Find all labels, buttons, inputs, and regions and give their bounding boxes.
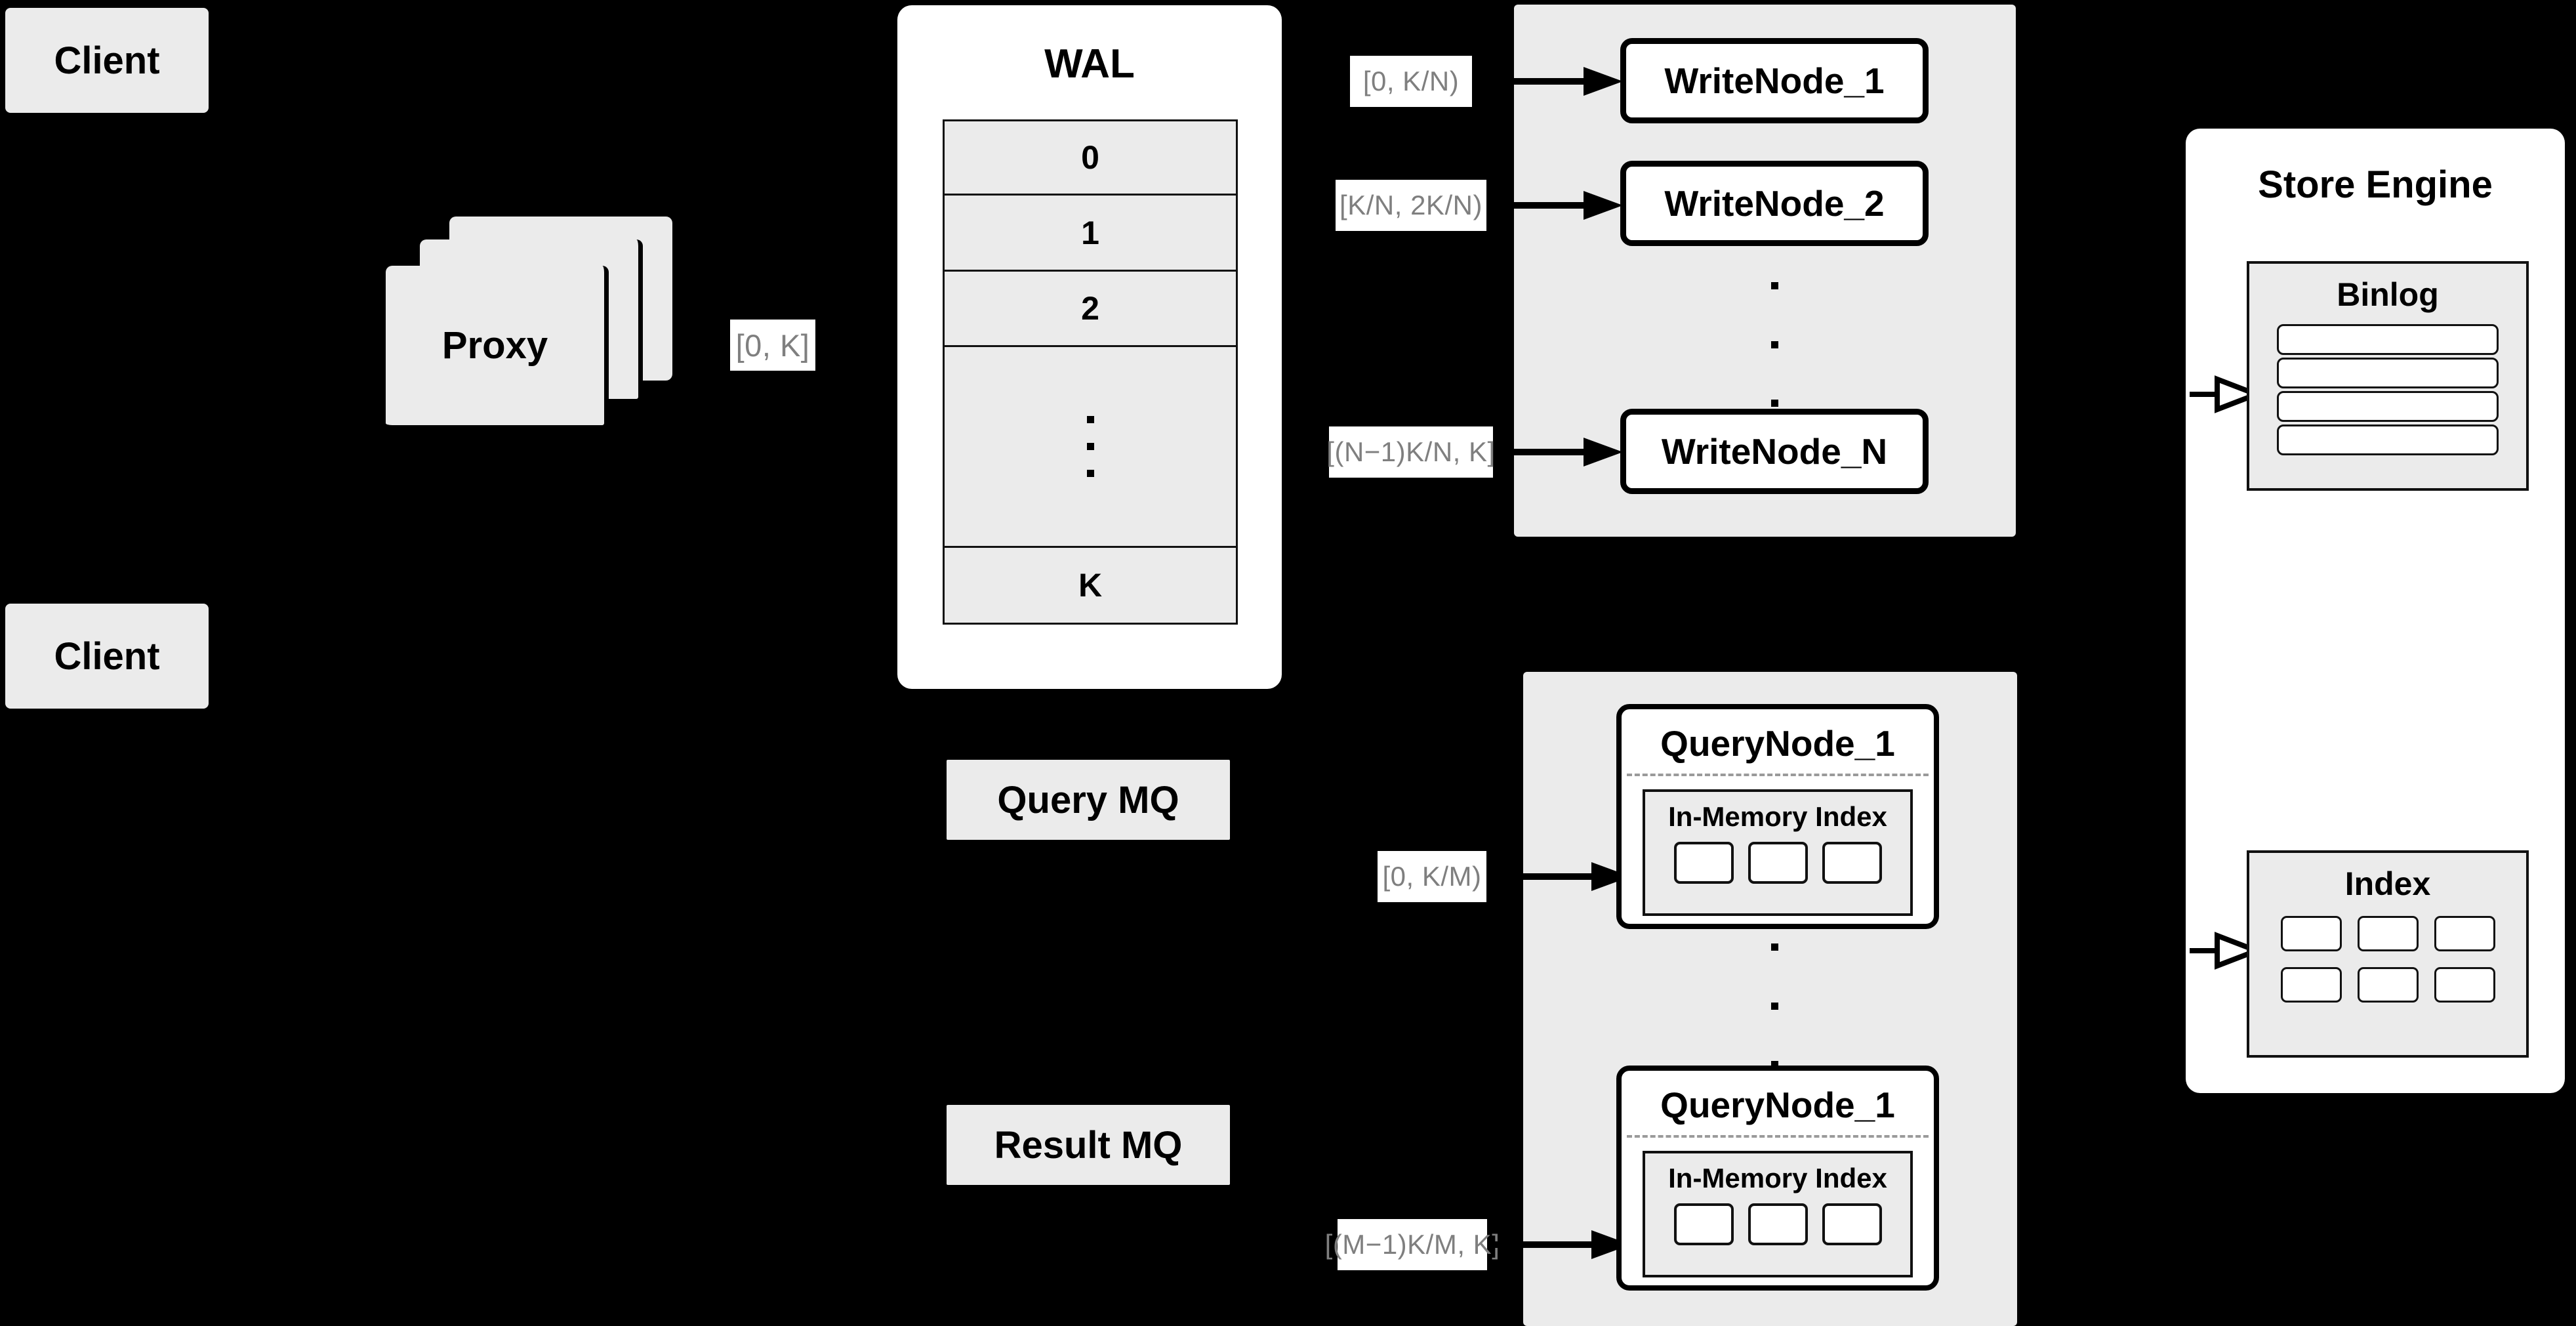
query-node-1-title: QueryNode_1 [1660,723,1895,764]
query-mq-box[interactable]: Query MQ [947,760,1230,840]
arrow-to-binlog [2190,375,2264,413]
query-node-m-in-memory-index: In-Memory Index [1643,1151,1913,1277]
query-node-1[interactable]: QueryNode_1 In-Memory Index [1616,704,1939,929]
write-node-ellipsis [1767,282,1782,407]
write-node-n-range-label: [(N−1)K/N, K] [1326,426,1495,478]
index-cell[interactable] [1673,1203,1734,1245]
ellipsis-dot [1770,400,1778,407]
client-label-1: Client [54,39,160,82]
ellipsis-dot [1086,415,1094,423]
wal-row: K [1078,566,1103,604]
arrow-to-write-node-2 [1488,191,1623,220]
binlog-row[interactable] [2277,358,2499,388]
index-cell[interactable] [1748,1203,1808,1245]
write-node-1[interactable]: WriteNode_1 [1620,38,1929,123]
in-memory-index-title: In-Memory Index [1668,1163,1887,1193]
client-box-1[interactable]: Client [5,8,209,113]
arrow-to-write-node-n [1494,438,1623,466]
index-cell[interactable] [1748,842,1808,884]
binlog-rows [2277,324,2499,455]
arrow-to-query-node-1 [1488,862,1631,891]
wal-row: 1 [945,196,1236,272]
in-memory-index-cells [1673,1203,1882,1245]
wal-title: WAL [1044,41,1135,87]
store-index-cell[interactable] [2280,916,2342,951]
result-mq-box[interactable]: Result MQ [947,1105,1230,1185]
index-cell[interactable] [1673,842,1734,884]
index-cell[interactable] [1822,842,1882,884]
client-box-2[interactable]: Client [5,604,209,709]
store-index-cell[interactable] [2357,967,2419,1003]
proxy-box[interactable]: Proxy [386,266,609,430]
query-node-m[interactable]: QueryNode_1 In-Memory Index [1616,1066,1939,1291]
query-node-m-range-label: [(M−1)K/M, K] [1325,1219,1500,1270]
binlog-row[interactable] [2277,324,2499,355]
ellipsis-dot [1770,341,1778,348]
write-node-1-range-label: [0, K/N) [1350,56,1472,107]
store-index-title: Index [2344,865,2431,902]
ellipsis-dot [1770,1061,1778,1068]
store-index-row [2280,967,2495,1003]
proxy-range-label: [0, K] [730,320,815,371]
query-node-m-title: QueryNode_1 [1660,1085,1895,1125]
wal-row: 0 [945,121,1236,196]
store-index-cell[interactable] [2280,967,2342,1003]
store-index-cell[interactable] [2357,916,2419,951]
in-memory-index-title: In-Memory Index [1668,801,1887,832]
binlog-row[interactable] [2277,425,2499,455]
index-cell[interactable] [1822,1203,1882,1245]
store-engine-title: Store Engine [2258,163,2493,206]
arrow-to-write-node-1 [1473,67,1623,96]
binlog-box: Binlog [2247,261,2529,491]
wal-row-ellipsis [945,347,1236,548]
ellipsis-dot [1086,442,1094,450]
store-index-row [2280,916,2495,951]
store-index-box: Index [2247,850,2529,1058]
store-index-cell[interactable] [2434,916,2495,951]
wal-row: 2 [945,272,1236,347]
proxy-label: Proxy [441,324,548,367]
store-index-cell[interactable] [2434,967,2495,1003]
write-node-2[interactable]: WriteNode_2 [1620,161,1929,246]
ellipsis-dot [1770,1002,1778,1010]
query-node-1-range-label: [0, K/M) [1378,851,1486,902]
ellipsis-dot [1770,943,1778,951]
binlog-title: Binlog [2337,276,2439,313]
ellipsis-dot [1770,282,1778,289]
arrow-to-query-node-m [1488,1230,1631,1259]
wal-table: 0 1 2 K [943,119,1238,625]
query-node-ellipsis [1767,943,1782,1068]
write-node-n[interactable]: WriteNode_N [1620,409,1929,494]
write-node-2-range-label: [K/N, 2K/N) [1336,180,1486,231]
in-memory-index-cells [1673,842,1882,884]
store-index-grid [2280,916,2495,1003]
query-node-1-separator [1627,774,1929,776]
binlog-row[interactable] [2277,391,2499,422]
query-node-m-separator [1627,1135,1929,1138]
client-label-2: Client [54,634,160,678]
arrow-to-index [2190,932,2264,970]
ellipsis-dot [1086,469,1094,477]
query-node-1-in-memory-index: In-Memory Index [1643,789,1913,916]
